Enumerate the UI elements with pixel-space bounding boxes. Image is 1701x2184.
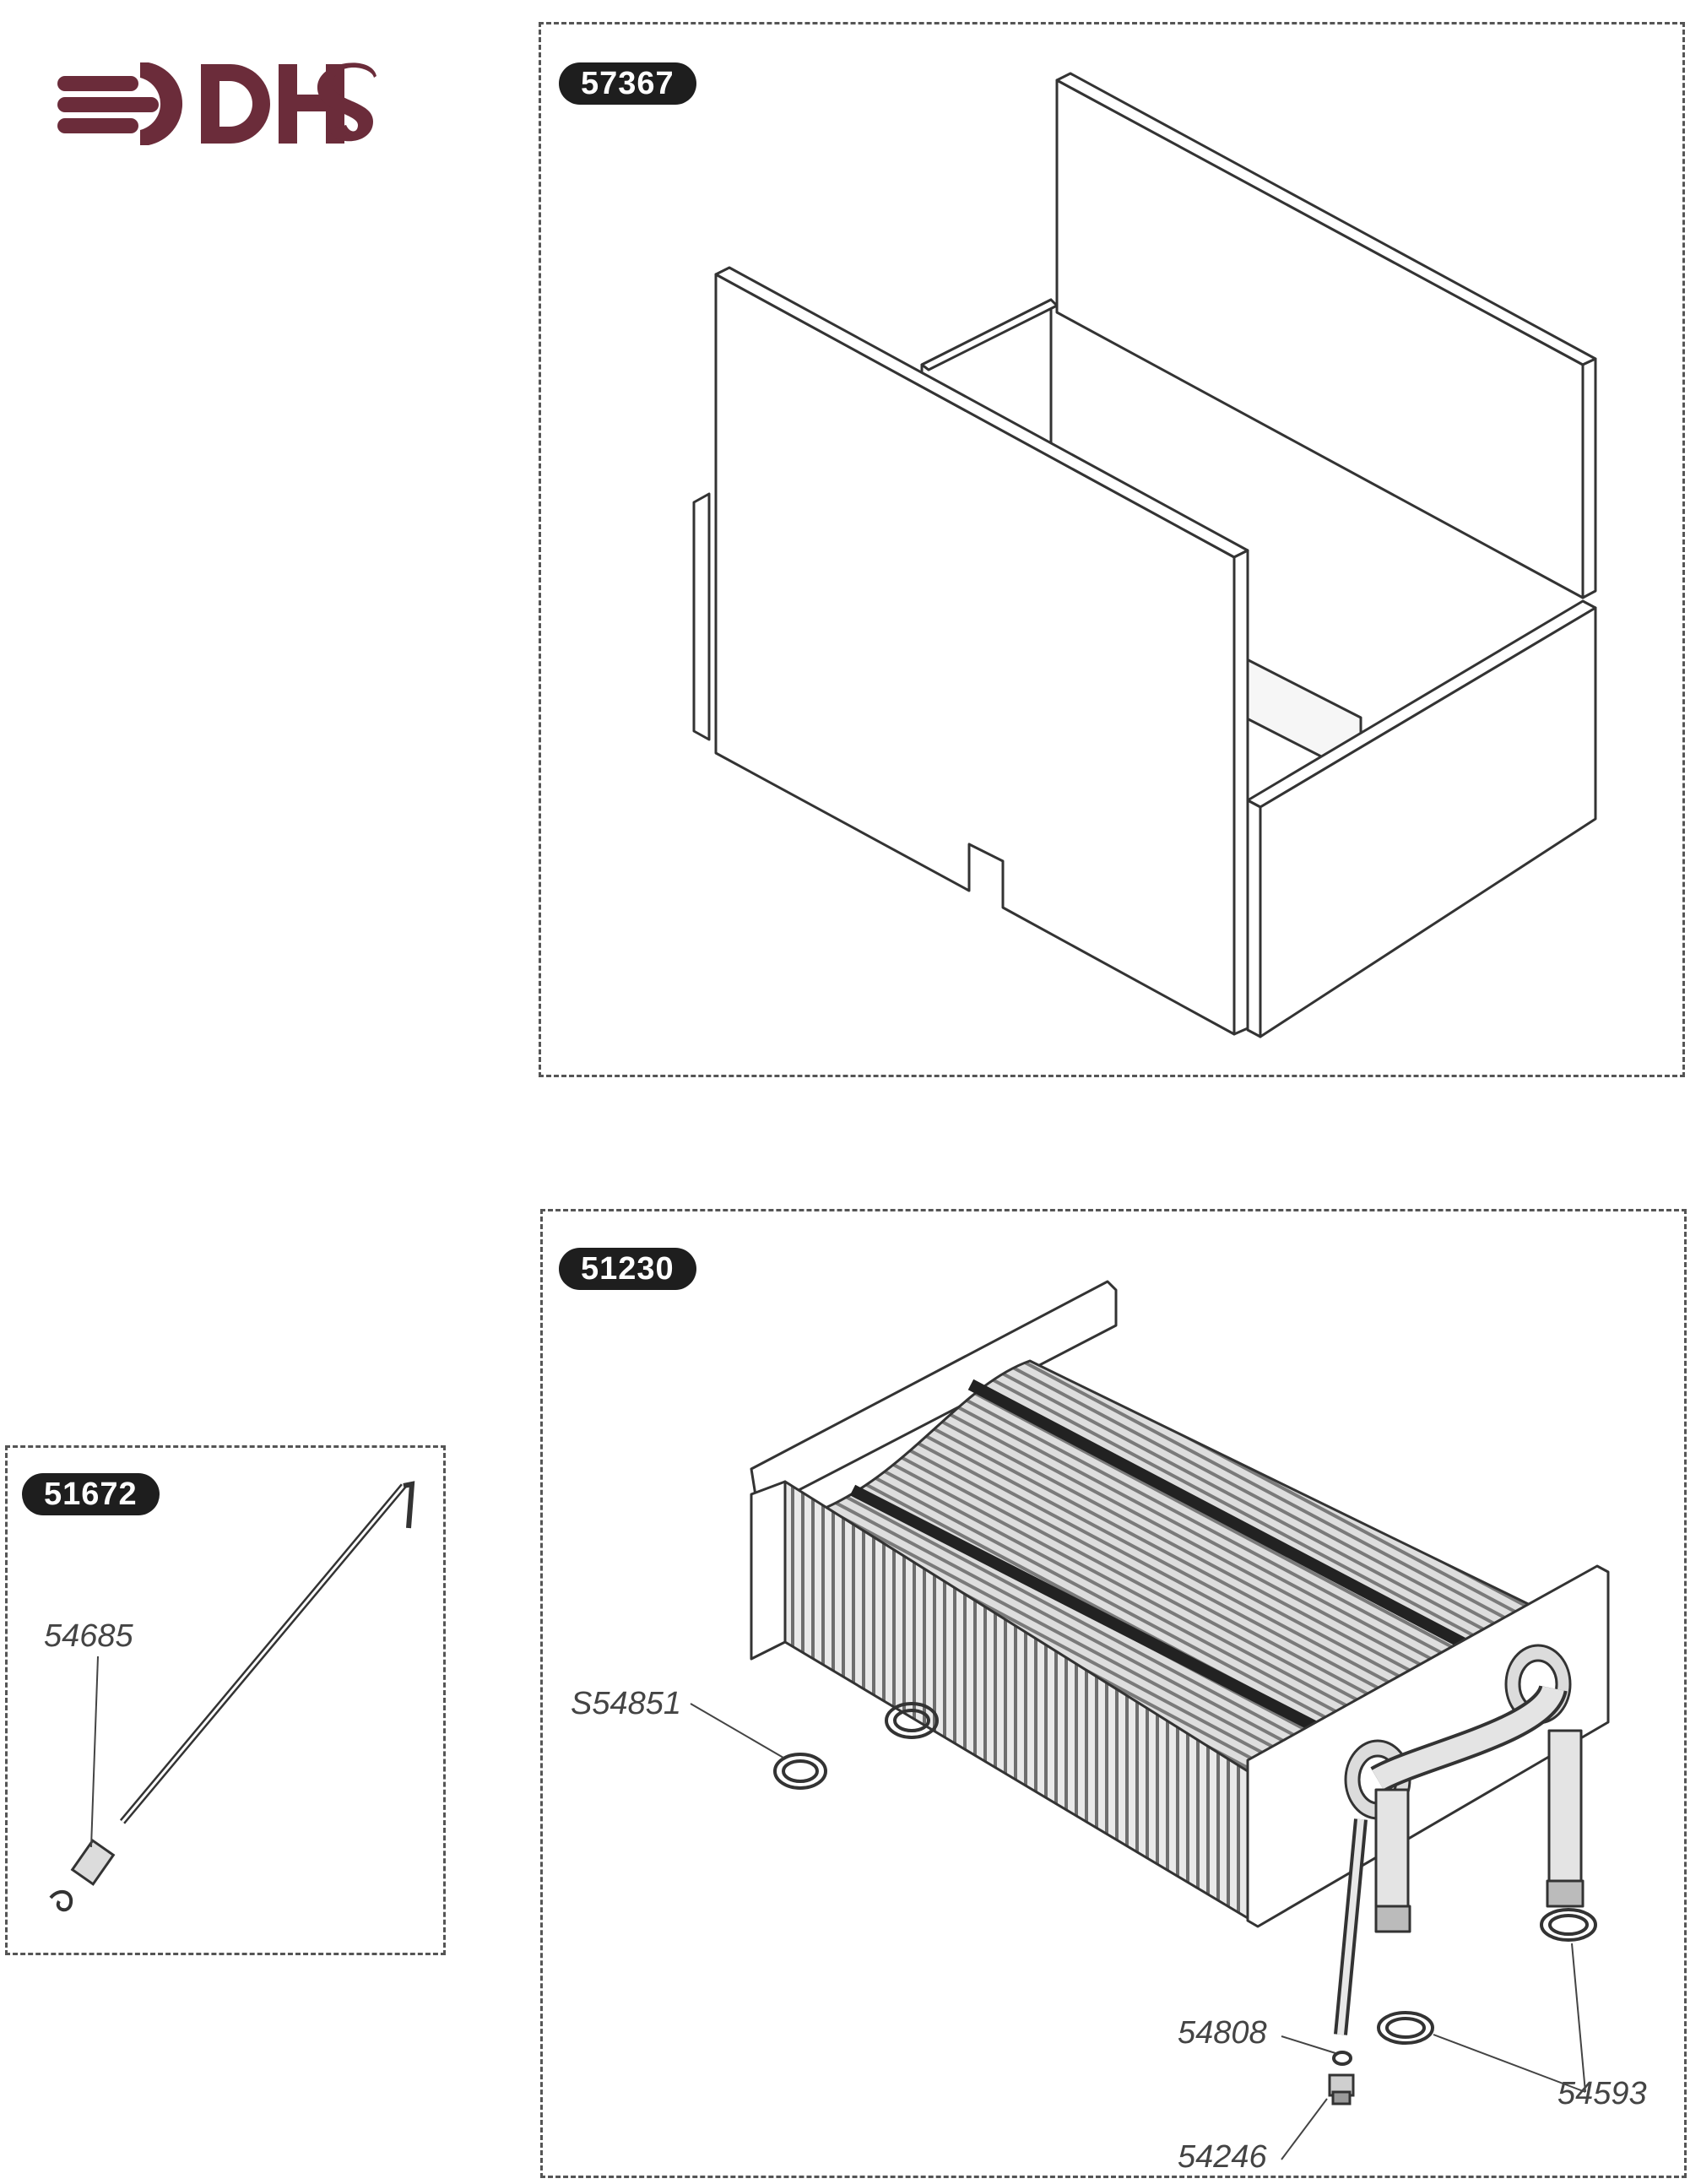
- plug: [1328, 2073, 1355, 2105]
- callout-seals: 54593: [1557, 2076, 1647, 2111]
- part-number-insulation: 57367: [559, 62, 696, 105]
- dhs-logo: [57, 62, 376, 145]
- panel-electrode: [5, 1445, 446, 1955]
- heat-exchanger-drawing: [750, 1280, 1610, 2035]
- loose-seals: [773, 1702, 1597, 2066]
- panel-heat-exchanger: [540, 1209, 1687, 2178]
- insulation-box-drawing: [692, 72, 1597, 1038]
- callout-clip: 54685: [44, 1618, 134, 1654]
- callout-washer-pair: S54851: [571, 1686, 681, 1721]
- seal-ring-1: [1377, 2011, 1434, 2045]
- heat-exchanger-leaders: [690, 1703, 1586, 2160]
- electrode-leader: [90, 1656, 99, 1848]
- washer-ring-1: [773, 1753, 827, 1790]
- seal-ring-2: [1540, 1908, 1597, 1942]
- washer-ring-2: [885, 1702, 939, 1739]
- panel-insulation: [539, 22, 1685, 1077]
- callout-plug: 54246: [1178, 2139, 1268, 2175]
- part-number-electrode: 51672: [22, 1473, 160, 1515]
- callout-small-oring: 54808: [1178, 2015, 1267, 2051]
- part-number-heat-exchanger: 51230: [559, 1248, 696, 1290]
- small-oring: [1332, 2051, 1352, 2066]
- electrode-drawing: [49, 1481, 415, 1912]
